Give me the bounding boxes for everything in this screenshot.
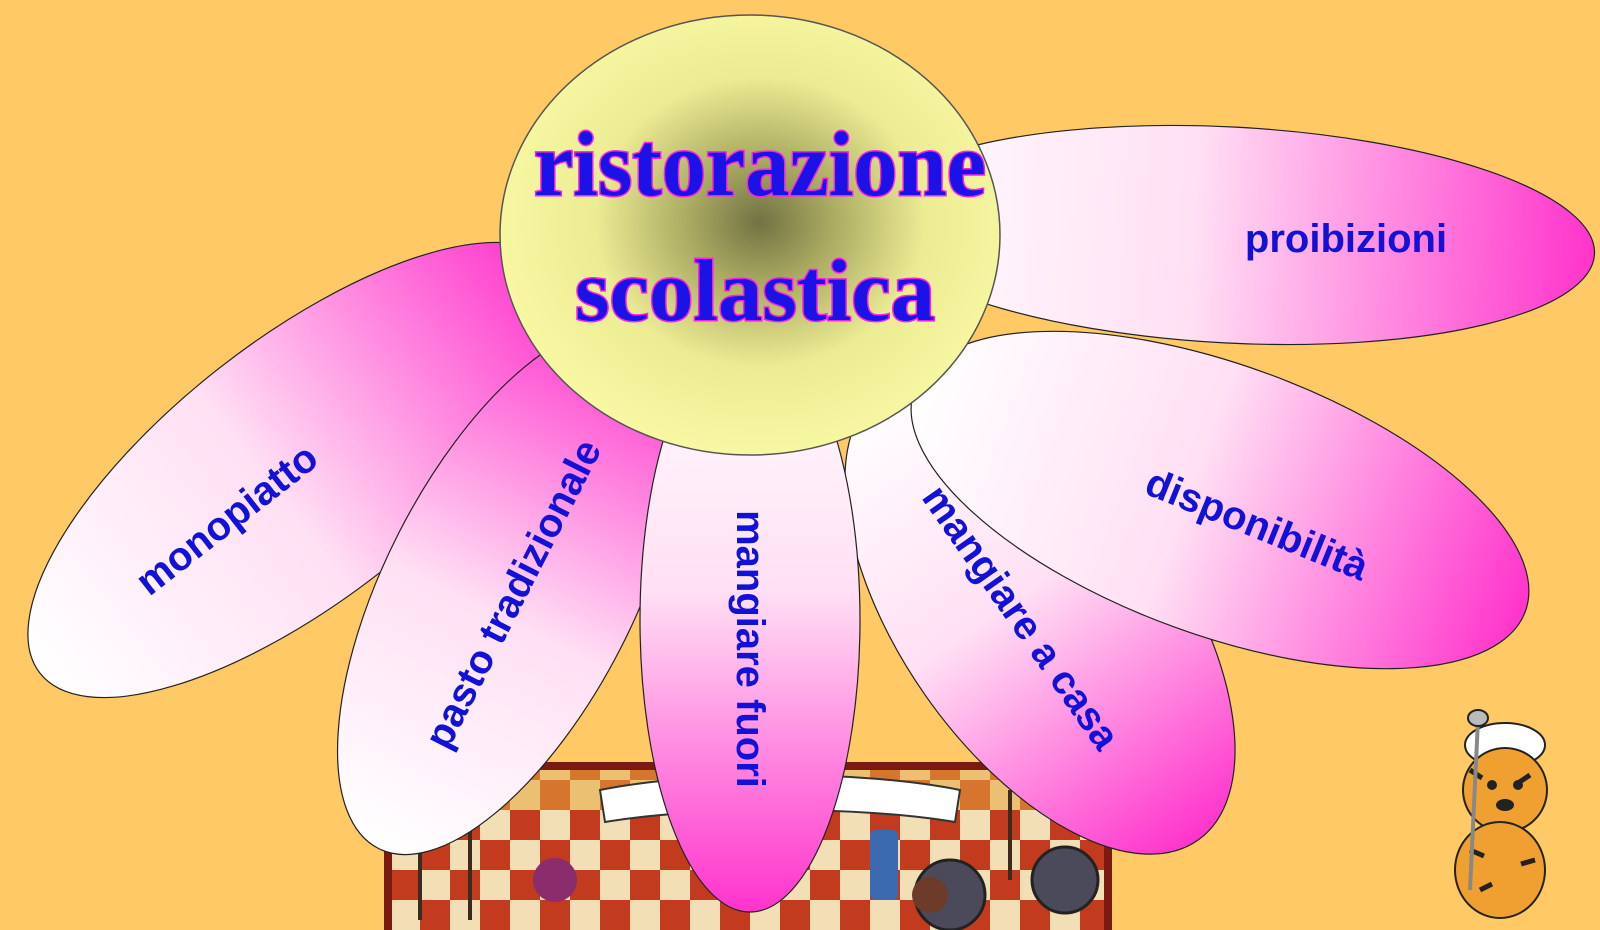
label-mangiare-fuori: mangiare fuori [728, 510, 772, 788]
label-proibizioni: proibizioni [1245, 217, 1447, 261]
center-disc [500, 15, 1000, 455]
center-title-line1: ristorazione [534, 113, 986, 215]
center-title-line2: scolastica [575, 243, 935, 340]
chef-tiger-mascot-icon [1455, 710, 1547, 918]
